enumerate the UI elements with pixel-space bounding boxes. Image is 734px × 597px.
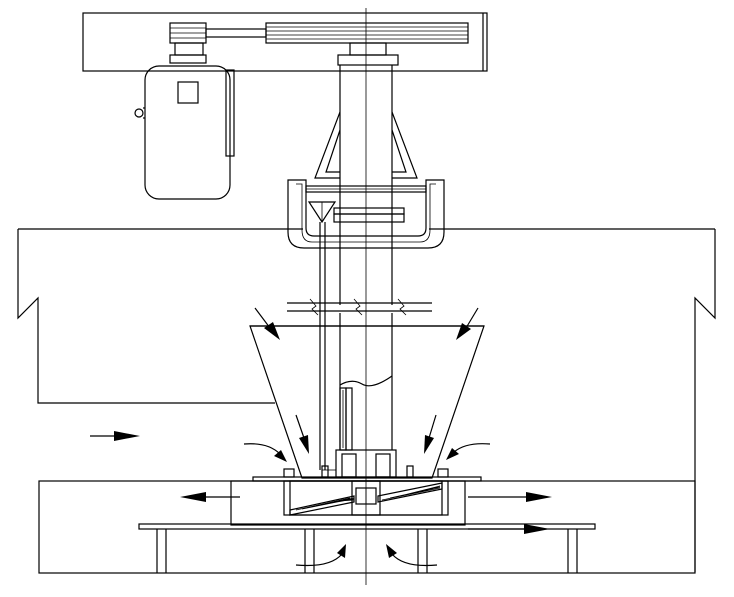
flow-arrow-outlet-right [468,492,552,502]
flow-arrow-outlet-left [180,492,240,502]
flow-arrow-curve-right [446,443,491,460]
flow-arrows [90,307,552,567]
flow-arrow-inlet-left [90,431,140,441]
base-structure [38,449,696,574]
flow-arrow-inner-right [424,414,437,454]
flow-arrow-curve-left [243,443,287,462]
bearing-housing [287,179,445,470]
flow-arrow-curve-bottom-left [295,544,346,567]
flow-arrow-inner-left [295,414,309,454]
tank-wall [17,228,716,572]
support-frame [314,111,418,179]
flow-arrow-cone-top-left [254,307,280,340]
main-shaft [339,65,393,451]
flow-arrow-cone-top-right [456,307,479,340]
flow-arrow-curve-bottom-right [386,544,438,567]
motor [134,65,235,200]
drive-beam [82,12,488,72]
flow-arrow-outlet-lower-right [468,524,550,534]
tie-rod-band [287,298,432,316]
stator-cone [249,325,485,479]
